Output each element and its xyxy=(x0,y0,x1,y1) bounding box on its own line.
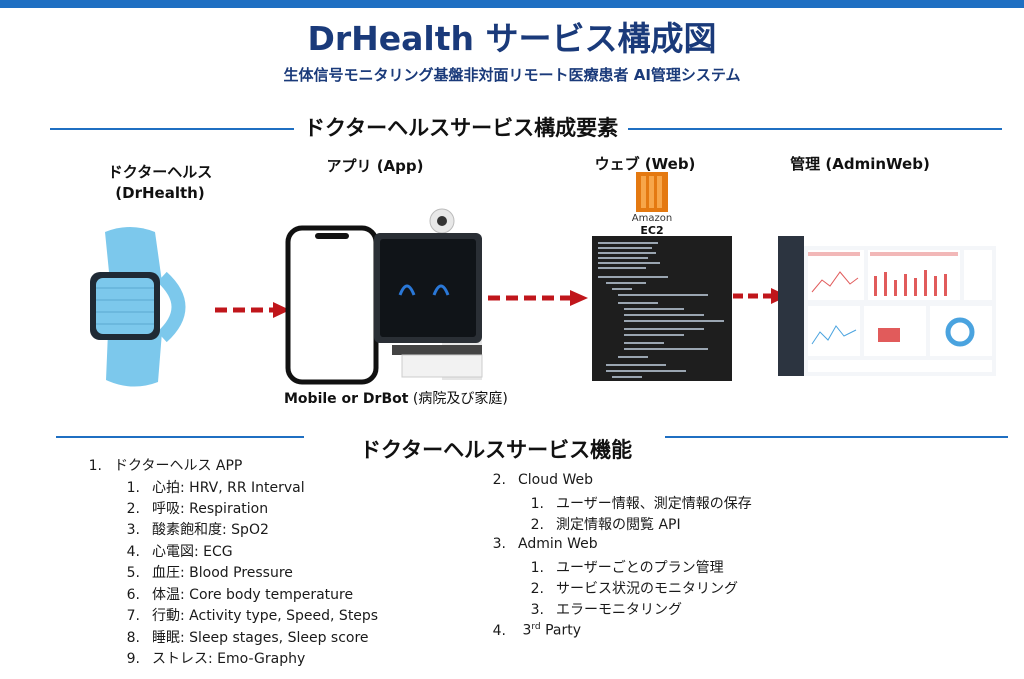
list-item: 4.心電図: ECG xyxy=(126,544,233,560)
list-item: 5.血圧: Blood Pressure xyxy=(126,565,293,581)
list-item: 3.エラーモニタリング xyxy=(530,602,682,618)
top-accent-bar xyxy=(0,0,1024,8)
admin-dashboard-image xyxy=(778,236,996,376)
list-item: 9.ストレス: Emo-Graphy xyxy=(126,651,306,667)
list-item: 1.心拍: HRV, RR Interval xyxy=(126,480,305,496)
ec2-name: EC2 xyxy=(640,224,664,237)
section-rule-2-right xyxy=(665,436,1008,438)
ec2-brand: Amazon xyxy=(631,213,673,224)
list-item: 8.睡眠: Sleep stages, Sleep score xyxy=(126,630,369,646)
list-item: 3.酸素飽和度: SpO2 xyxy=(126,522,269,538)
arrow-band-to-app xyxy=(215,302,290,318)
drhealth-label: ドクターヘルス (DrHealth) xyxy=(107,163,213,202)
list-item: 7.行動: Activity type, Speed, Steps xyxy=(126,608,379,624)
feature-list-web: 2.Cloud Web 1.ユーザー情報、測定情報の保存 2.測定情報の閲覧 A… xyxy=(480,472,820,672)
device-caption: Mobile or DrBot (病院及び家庭) xyxy=(284,391,508,407)
section-heading-components: ドクターヘルスサービス構成要素 xyxy=(294,112,629,142)
list-item: 4. 3rd Party xyxy=(492,622,582,639)
drbot-device-image xyxy=(374,208,483,380)
section-rule-2-left xyxy=(56,436,304,438)
web-label: ウェブ (Web) xyxy=(594,155,696,173)
list-item: 1.ユーザーごとのプラン管理 xyxy=(530,560,724,576)
smartphone-image xyxy=(285,225,379,385)
wristband-image xyxy=(90,227,186,387)
list-item: 1.ドクターヘルス APP xyxy=(88,458,243,474)
list-item: 2.サービス状況のモニタリング xyxy=(530,581,738,597)
list-item: 2.呼吸: Respiration xyxy=(126,501,269,517)
adminweb-label: 管理 (AdminWeb) xyxy=(790,155,930,173)
page-subtitle: 生体信号モニタリング基盤非対面リモート医療患者 AI管理システム xyxy=(283,66,741,84)
list-item: 2.Cloud Web xyxy=(492,472,593,488)
list-item: 3.Admin Web xyxy=(492,536,598,552)
app-label: アプリ (App) xyxy=(326,157,424,175)
list-item: 6.体温: Core body temperature xyxy=(126,587,354,603)
list-item: 1.ユーザー情報、測定情報の保存 xyxy=(530,496,752,512)
list-item: 2.測定情報の閲覧 API xyxy=(530,517,681,533)
section-heading-features: ドクターヘルスサービス機能 xyxy=(350,434,643,464)
feature-list-app: 1.ドクターヘルス APP 1.心拍: HRV, RR Interval 2.呼… xyxy=(76,455,476,675)
aws-ec2-icon xyxy=(636,172,668,212)
arrow-app-to-web xyxy=(488,290,588,306)
page-title: DrHealth サービス構成図 xyxy=(307,19,717,58)
code-screenshot-image xyxy=(592,236,732,381)
